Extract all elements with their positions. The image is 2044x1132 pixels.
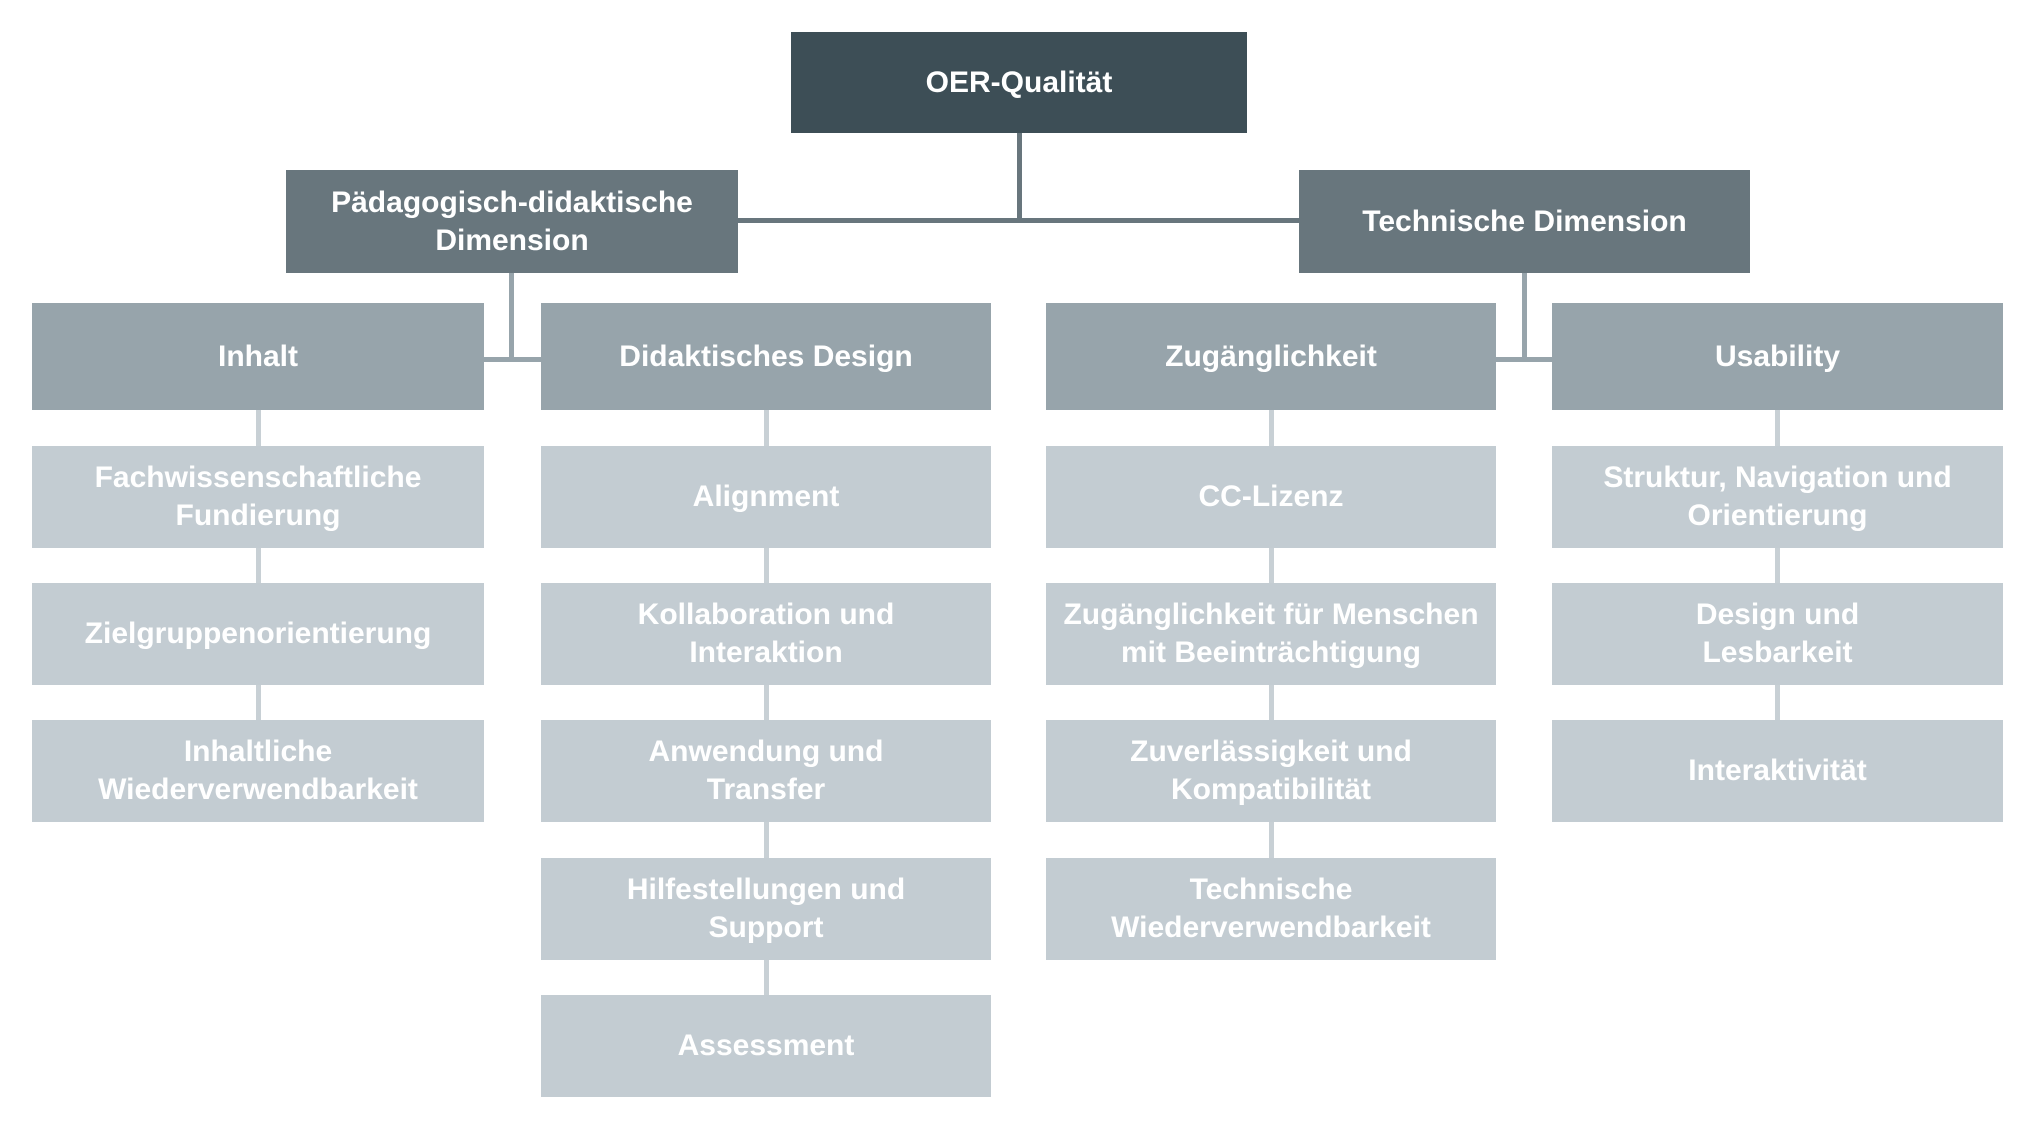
connector-line — [1775, 548, 1780, 583]
connector-line — [256, 548, 261, 583]
connector-line — [1269, 410, 1274, 446]
criterion-node: Alignment — [541, 446, 991, 548]
root-node-oer-qualitaet: OER-Qualität — [791, 32, 1247, 133]
criterion-node: Struktur, Navigation und Orientierung — [1552, 446, 2003, 548]
criterion-node: Fachwissenschaftliche Fundierung — [32, 446, 484, 548]
criterion-node: Anwendung und Transfer — [541, 720, 991, 822]
connector-line — [764, 548, 769, 583]
criterion-node: Design und Lesbarkeit — [1552, 583, 2003, 685]
connector-paedagogisch-horizontal — [484, 357, 541, 362]
connector-dimensions-horizontal — [738, 218, 1299, 223]
category-node: Inhalt — [32, 303, 484, 410]
connector-line — [1269, 822, 1274, 858]
category-node: Usability — [1552, 303, 2003, 410]
criterion-node: Zuverlässigkeit und Kompatibilität — [1046, 720, 1496, 822]
connector-line — [1775, 410, 1780, 446]
criterion-node: Technische Wiederverwendbarkeit — [1046, 858, 1496, 960]
criterion-node: Zugänglichkeit für Menschen mit Beeinträ… — [1046, 583, 1496, 685]
criterion-node: Zielgruppenorientierung — [32, 583, 484, 685]
criterion-node: Kollaboration und Interaktion — [541, 583, 991, 685]
criterion-node: Inhaltliche Wiederverwendbarkeit — [32, 720, 484, 822]
category-node: Didaktisches Design — [541, 303, 991, 410]
connector-line — [1269, 548, 1274, 583]
connector-line — [764, 410, 769, 446]
connector-root-vertical — [1017, 133, 1022, 223]
connector-line — [764, 960, 769, 995]
dimension-node-paedagogisch-didaktisch: Pädagogisch-didaktische Dimension — [286, 170, 738, 273]
category-node: Zugänglichkeit — [1046, 303, 1496, 410]
criterion-node: CC-Lizenz — [1046, 446, 1496, 548]
connector-line — [1775, 685, 1780, 720]
connector-line — [764, 822, 769, 858]
criterion-node: Hilfestellungen und Support — [541, 858, 991, 960]
connector-technisch-vertical — [1522, 273, 1527, 362]
criterion-node: Interaktivität — [1552, 720, 2003, 822]
connector-line — [1269, 685, 1274, 720]
connector-paedagogisch-vertical — [509, 273, 514, 362]
connector-line — [764, 685, 769, 720]
dimension-node-technisch: Technische Dimension — [1299, 170, 1750, 273]
criterion-node: Assessment — [541, 995, 991, 1097]
connector-line — [256, 685, 261, 720]
connector-technisch-horizontal — [1496, 357, 1552, 362]
connector-line — [256, 410, 261, 446]
